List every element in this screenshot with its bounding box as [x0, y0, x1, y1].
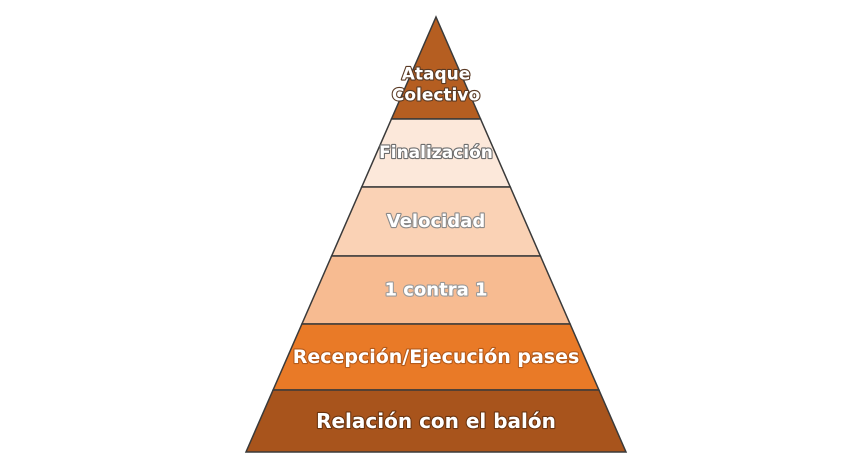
pyramid-level-5-label: Recepción/Ejecución pases — [293, 346, 580, 368]
pyramid-level-2-label: Finalización — [379, 143, 493, 163]
pyramid-level-1-label: Colectivo — [392, 86, 480, 106]
pyramid-level-4-label: 1 contra 1 — [384, 280, 487, 301]
pyramid-level-6 — [244, 389, 628, 453]
pyramid-level-6-label: Relación con el balón — [316, 409, 556, 433]
pyramid-level-1-label: Ataque — [402, 64, 471, 84]
pyramid-level-3-label: Velocidad — [387, 211, 485, 232]
pyramid-levels — [244, 15, 628, 453]
